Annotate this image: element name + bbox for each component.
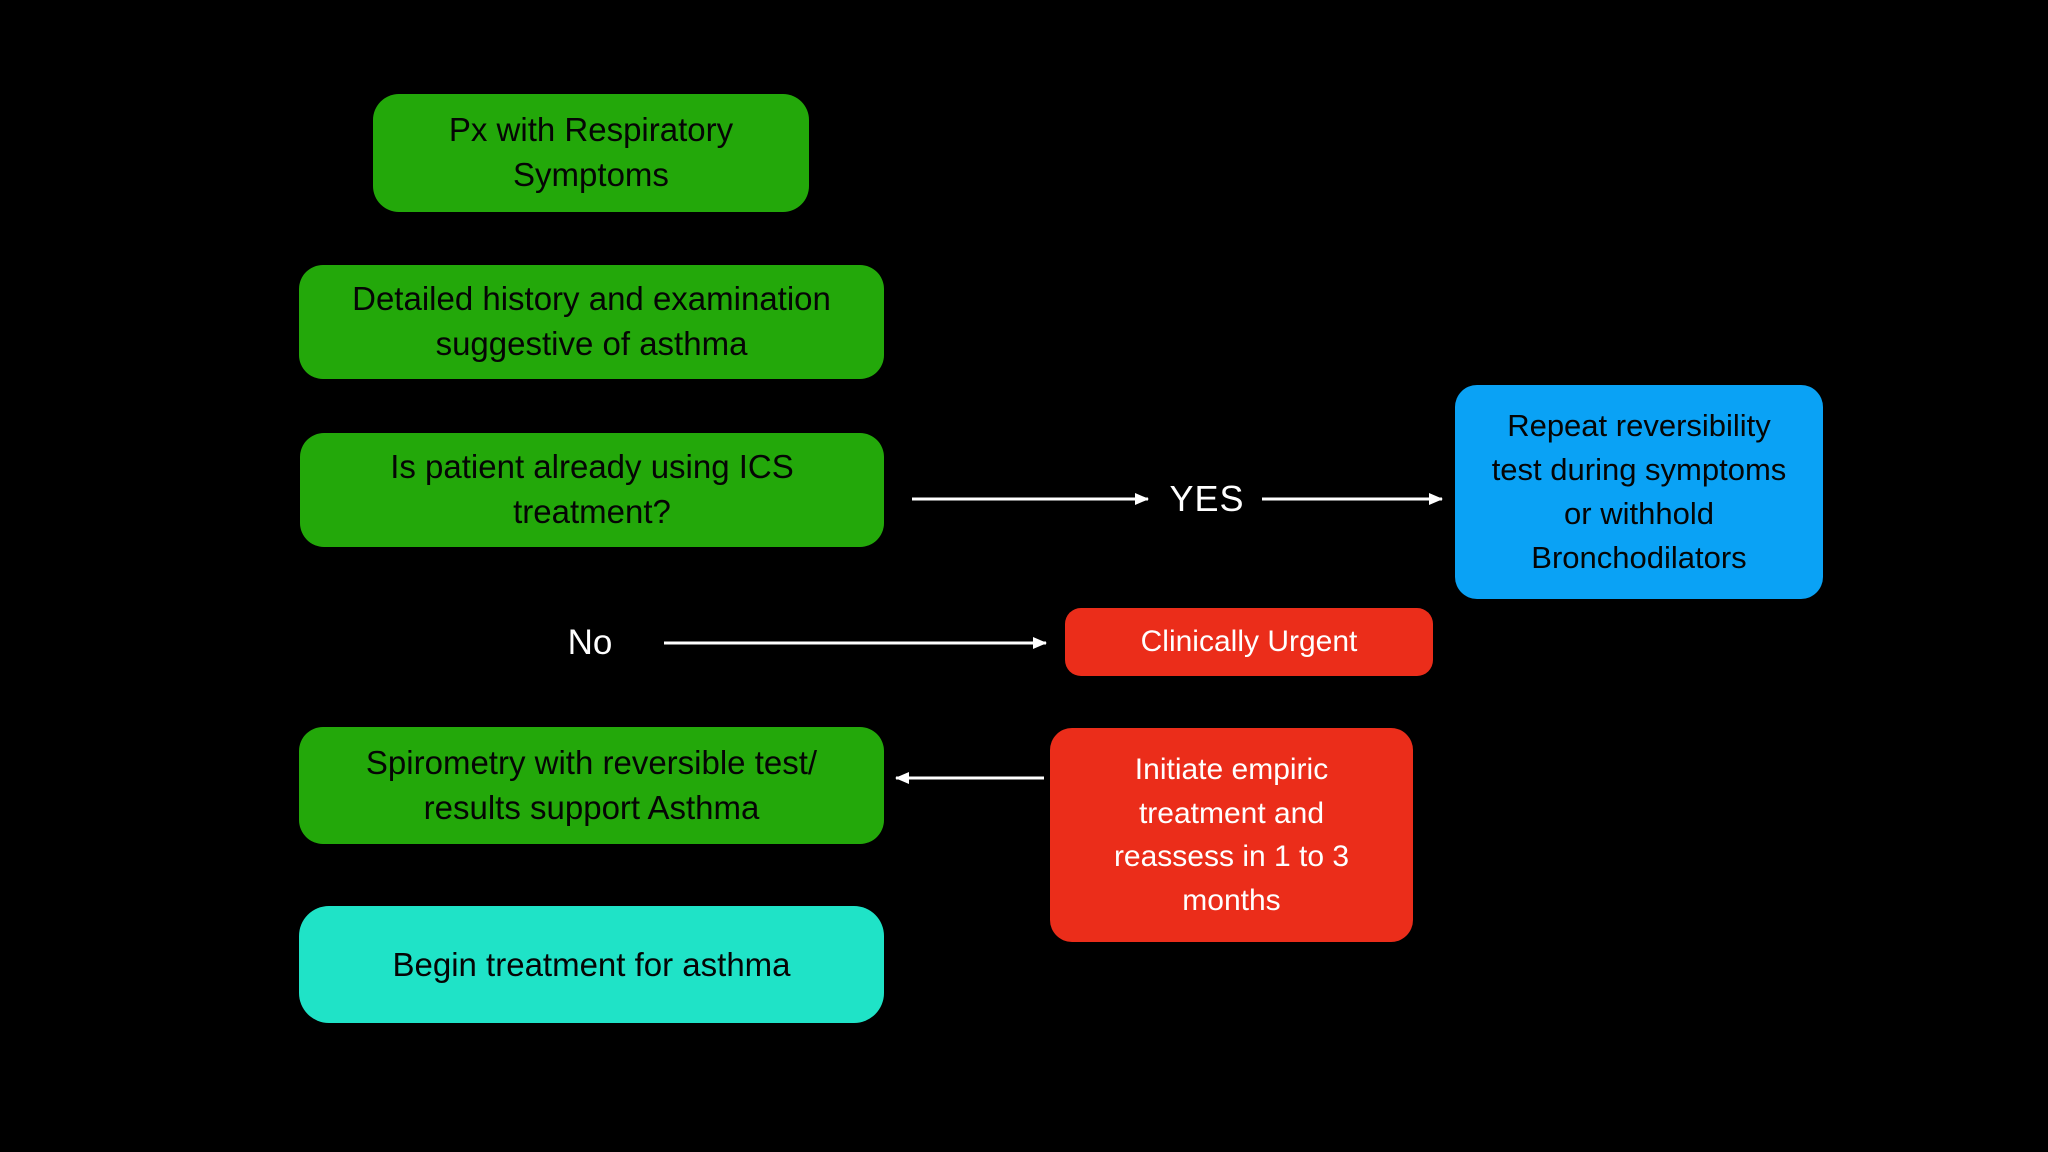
node-repeat-reversibility-test: Repeat reversibility test during symptom…	[1455, 385, 1823, 599]
node-ics-treatment-question: Is patient already using ICS treatment?	[300, 433, 884, 547]
node-px-with-respiratory-symptoms: Px with Respiratory Symptoms	[373, 94, 809, 212]
edge-label-yes: YES	[1169, 478, 1245, 519]
node-detailed-history-examination: Detailed history and examination suggest…	[299, 265, 884, 379]
edge-label-no: No	[567, 623, 613, 662]
node-begin-treatment-for-asthma: Begin treatment for asthma	[299, 906, 884, 1023]
node-clinically-urgent: Clinically Urgent	[1065, 608, 1433, 676]
node-initiate-empiric-treatment: Initiate empiric treatment and reassess …	[1050, 728, 1413, 942]
node-spirometry-reversible-test: Spirometry with reversible test/ results…	[299, 727, 884, 844]
